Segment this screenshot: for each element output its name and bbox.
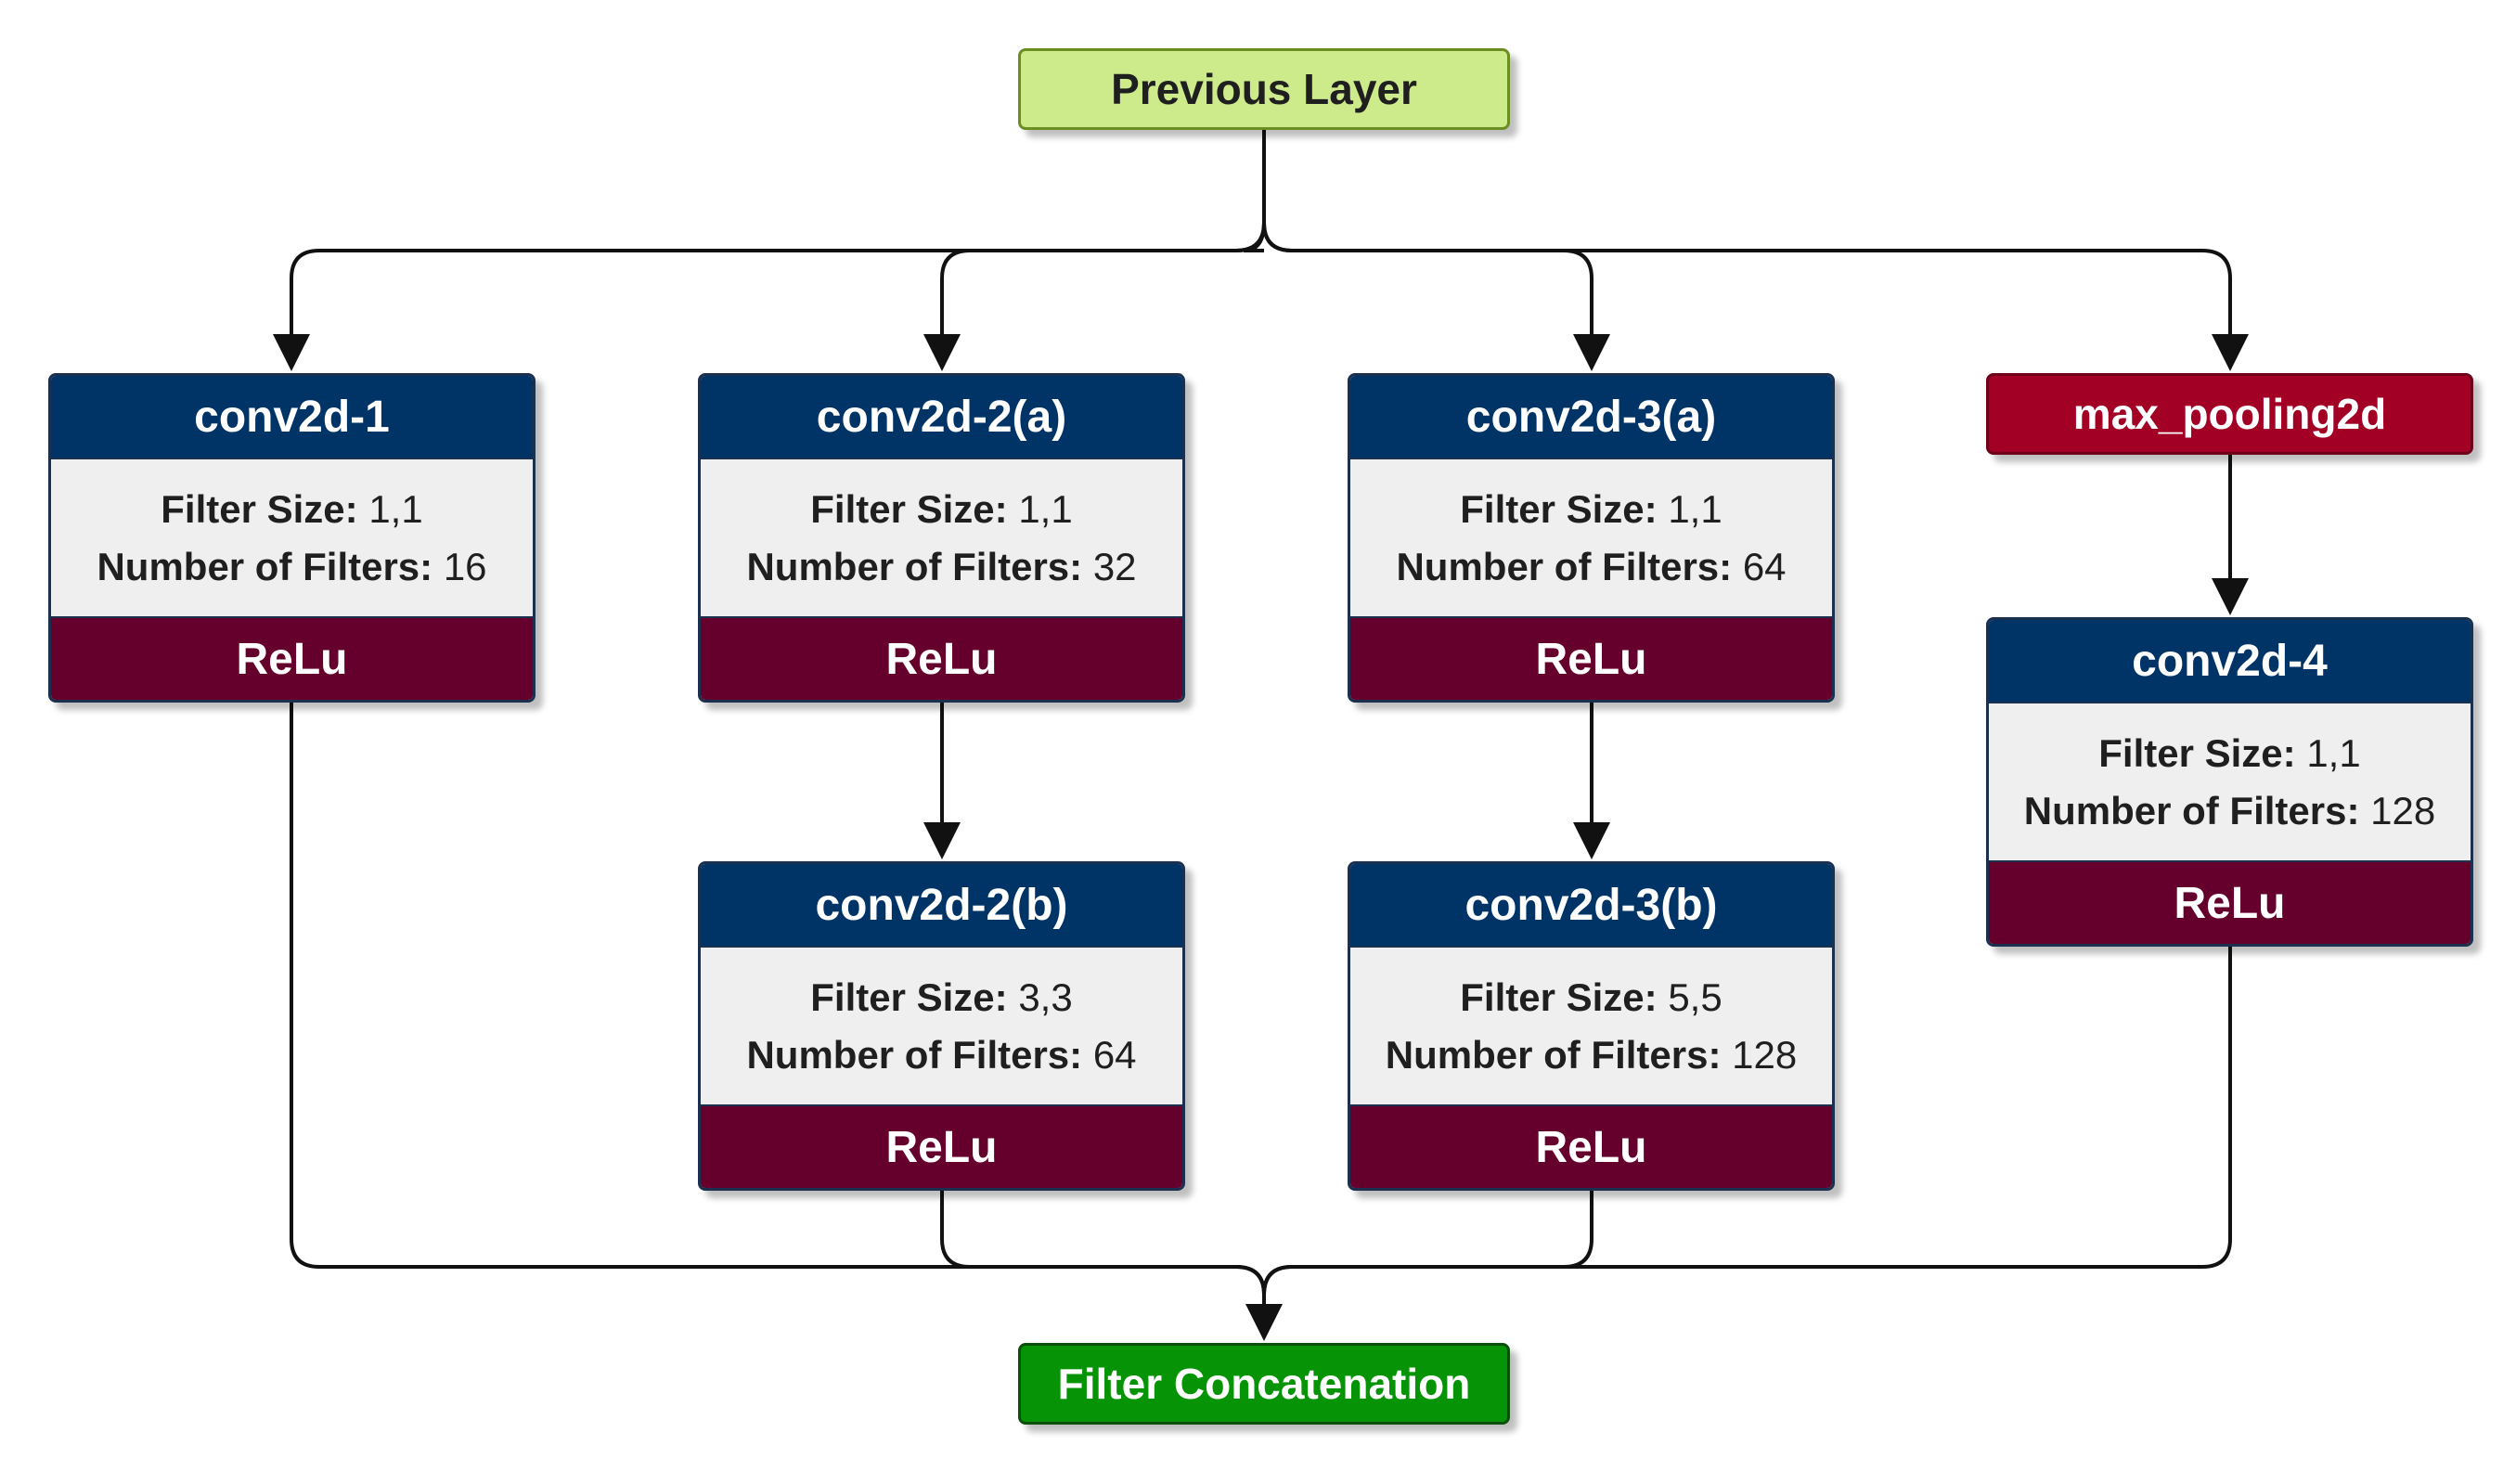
num-filters-row: Number of Filters: 128 xyxy=(2023,788,2436,832)
num-filters-row: Number of Filters: 64 xyxy=(1396,544,1787,588)
filter-size-row: Filter Size: 3,3 xyxy=(810,974,1073,1019)
layer-title: conv2d-1 xyxy=(51,376,533,458)
conv2d-1-node: conv2d-1 Filter Size: 1,1 Number of Filt… xyxy=(48,373,535,703)
conv2d-2a-node: conv2d-2(a) Filter Size: 1,1 Number of F… xyxy=(698,373,1185,703)
filter-size-row: Filter Size: 1,1 xyxy=(2098,730,2361,775)
edge-to-conv2a xyxy=(923,222,1266,371)
layer-params: Filter Size: 1,1 Number of Filters: 32 xyxy=(701,458,1182,618)
layer-title: conv2d-2(a) xyxy=(701,376,1182,458)
activation-label: ReLu xyxy=(51,618,533,700)
layer-params: Filter Size: 3,3 Number of Filters: 64 xyxy=(701,946,1182,1106)
layer-title: conv2d-2(b) xyxy=(701,864,1182,946)
conv2d-3a-node: conv2d-3(a) Filter Size: 1,1 Number of F… xyxy=(1348,373,1835,703)
filter-size-row: Filter Size: 5,5 xyxy=(1460,974,1722,1019)
conv2d-4-node: conv2d-4 Filter Size: 1,1 Number of Filt… xyxy=(1986,617,2473,947)
edge-conv2b-to-concat xyxy=(940,1190,1266,1296)
num-filters-row: Number of Filters: 32 xyxy=(746,544,1137,588)
max-pooling-node: max_pooling2d xyxy=(1986,373,2473,455)
conv2d-2b-node: conv2d-2(b) Filter Size: 3,3 Number of F… xyxy=(698,861,1185,1191)
layer-params: Filter Size: 1,1 Number of Filters: 16 xyxy=(51,458,533,618)
activation-label: ReLu xyxy=(701,1106,1182,1188)
filter-concatenation-node: Filter Concatenation xyxy=(1018,1343,1510,1425)
activation-label: ReLu xyxy=(701,618,1182,700)
num-filters-row: Number of Filters: 16 xyxy=(97,544,487,588)
filter-size-row: Filter Size: 1,1 xyxy=(161,486,423,531)
num-filters-row: Number of Filters: 128 xyxy=(1385,1032,1798,1077)
edge-to-conv3a xyxy=(1262,222,1610,371)
filter-size-row: Filter Size: 1,1 xyxy=(1460,486,1722,531)
filter-size-row: Filter Size: 1,1 xyxy=(810,486,1073,531)
edge-conv4-to-concat xyxy=(1262,947,2232,1296)
layer-title: conv2d-3(b) xyxy=(1350,864,1832,946)
activation-label: ReLu xyxy=(1989,862,2471,944)
layer-params: Filter Size: 1,1 Number of Filters: 128 xyxy=(1989,702,2471,862)
edge-conv3b-to-concat xyxy=(1262,1190,1593,1296)
num-filters-row: Number of Filters: 64 xyxy=(746,1032,1137,1077)
layer-params: Filter Size: 5,5 Number of Filters: 128 xyxy=(1350,946,1832,1106)
conv2d-3b-node: conv2d-3(b) Filter Size: 5,5 Number of F… xyxy=(1348,861,1835,1191)
filter-concatenation-label: Filter Concatenation xyxy=(1057,1360,1471,1408)
activation-label: ReLu xyxy=(1350,618,1832,700)
max-pooling-label: max_pooling2d xyxy=(2072,390,2387,438)
previous-layer-label: Previous Layer xyxy=(1111,65,1417,113)
layer-title: conv2d-4 xyxy=(1989,620,2471,702)
edge-to-conv1 xyxy=(273,222,1266,371)
previous-layer-node: Previous Layer xyxy=(1018,48,1510,130)
edge-prev-to-split xyxy=(1243,130,1266,252)
layer-params: Filter Size: 1,1 Number of Filters: 64 xyxy=(1350,458,1832,618)
edge-to-maxpool xyxy=(1262,222,2249,371)
activation-label: ReLu xyxy=(1350,1106,1832,1188)
layer-title: conv2d-3(a) xyxy=(1350,376,1832,458)
